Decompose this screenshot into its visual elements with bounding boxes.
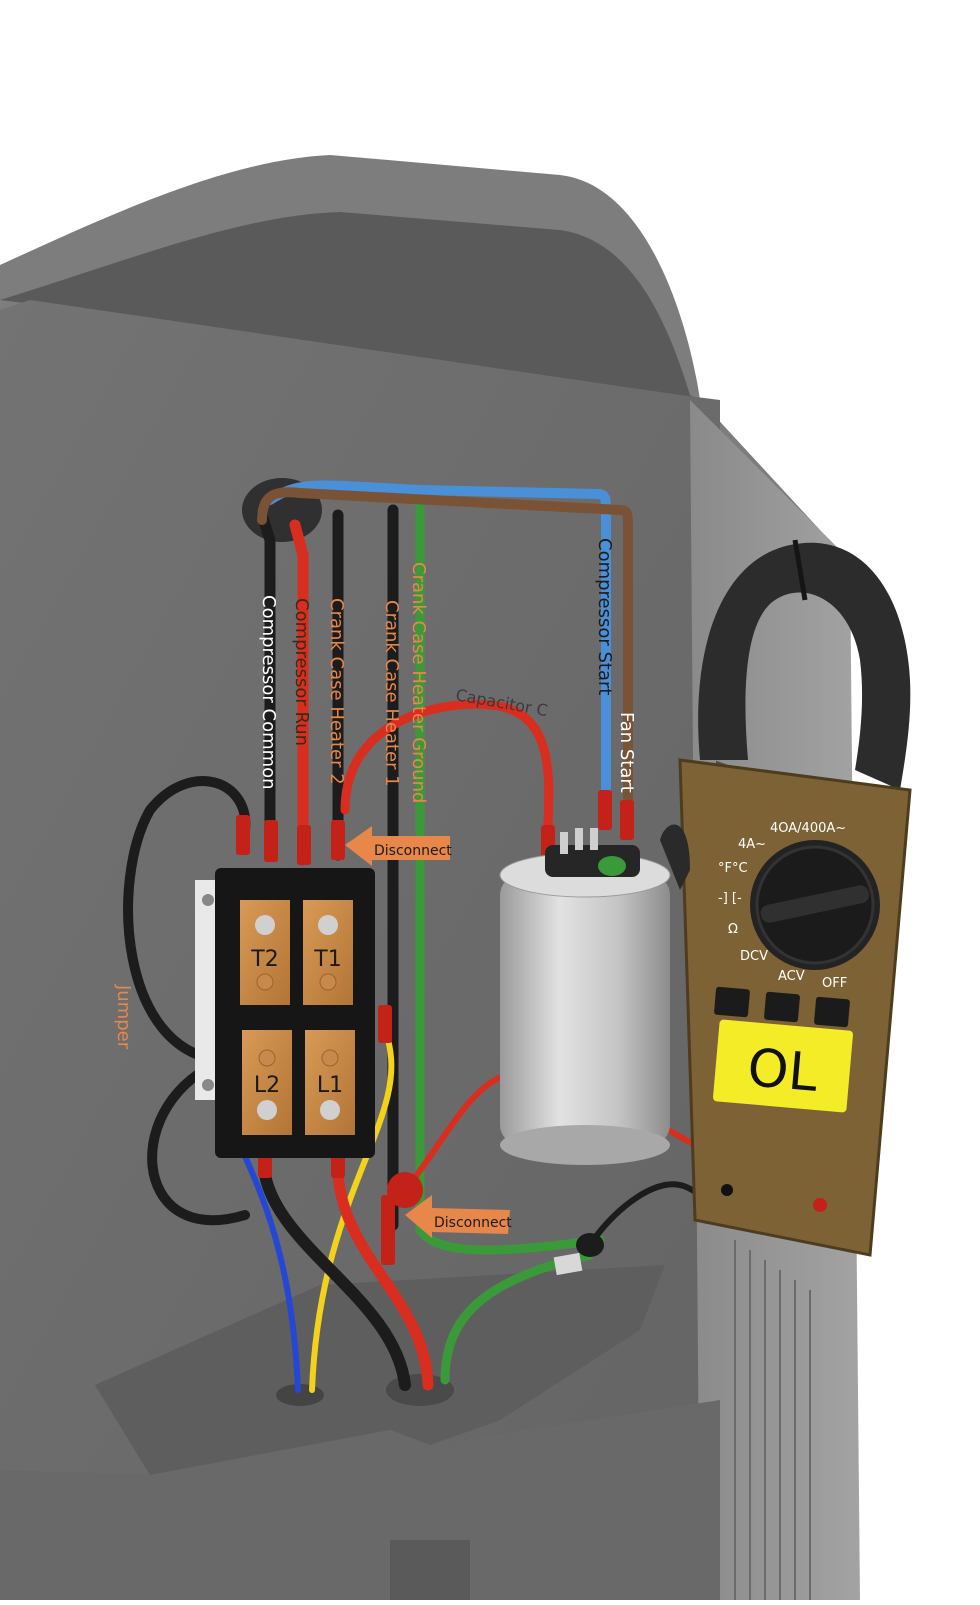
terminal-l2: L2 <box>242 1030 292 1135</box>
terminal-t1: T1 <box>303 900 353 1005</box>
capacitor <box>499 828 671 1165</box>
label-crank-case-heater-2: Crank Case Heater 2 <box>326 598 347 785</box>
label-compressor-run: Compressor Run <box>291 598 312 746</box>
compressor-run-wire <box>289 519 309 866</box>
meter-display-reading: OL <box>745 1038 820 1104</box>
dial-label-off: OFF <box>822 976 847 991</box>
terminal-t2: T2 <box>240 900 290 1005</box>
ground-lug <box>387 1172 604 1276</box>
callout-disconnect-top: Disconnect <box>345 826 452 866</box>
meter-button-1[interactable] <box>714 986 750 1018</box>
dial-label-dcv: DCV <box>740 949 768 964</box>
callout-disconnect-bottom: Disconnect <box>405 1195 512 1238</box>
terminal-label-l1: L1 <box>317 1073 343 1098</box>
callout-disconnect-bottom-text: Disconnect <box>434 1215 512 1231</box>
capacitor-c-wire <box>340 699 554 835</box>
meter-button-3[interactable] <box>814 996 850 1028</box>
terminal-label-t2: T2 <box>250 947 278 972</box>
fan-start-wire <box>257 487 633 815</box>
dial-label-range-high: 4OA/400A~ <box>770 821 846 836</box>
clamp-meter-jaw <box>698 542 911 790</box>
contactor: T2 T1 L2 L1 <box>195 868 375 1158</box>
dial-label-acv: ACV <box>778 969 805 984</box>
label-compressor-start: Compressor Start <box>594 538 615 695</box>
label-crank-case-heater-1: Crank Case Heater 1 <box>381 600 402 787</box>
label-crank-case-heater-ground: Crank Case Heater Ground <box>408 562 429 803</box>
side-grille <box>734 1240 811 1600</box>
terminal-label-t1: T1 <box>313 947 341 972</box>
meter-button-2[interactable] <box>764 991 800 1023</box>
clamp-meter: 4OA/400A~ 4A~ °F°C -] [- Ω DCV ACV OFF O… <box>660 539 912 1257</box>
meter-display <box>713 1019 853 1113</box>
dial-label-temp: °F°C <box>718 861 748 876</box>
dial-label-cap: -] [- <box>718 891 742 906</box>
label-fan-start: Fan Start <box>616 712 637 793</box>
lead-yellow-wire <box>309 1037 395 1393</box>
dial-label-ohm: Ω <box>728 922 738 937</box>
label-compressor-common: Compressor Common <box>258 595 279 790</box>
jumper-wire <box>123 776 251 1065</box>
label-jumper: Jumper <box>113 984 134 1050</box>
wires <box>123 480 818 1393</box>
terminal-l1: L1 <box>305 1030 355 1135</box>
terminal-label-l2: L2 <box>254 1073 280 1098</box>
dial-label-range-low: 4A~ <box>738 837 766 852</box>
callout-disconnect-top-text: Disconnect <box>374 843 452 859</box>
